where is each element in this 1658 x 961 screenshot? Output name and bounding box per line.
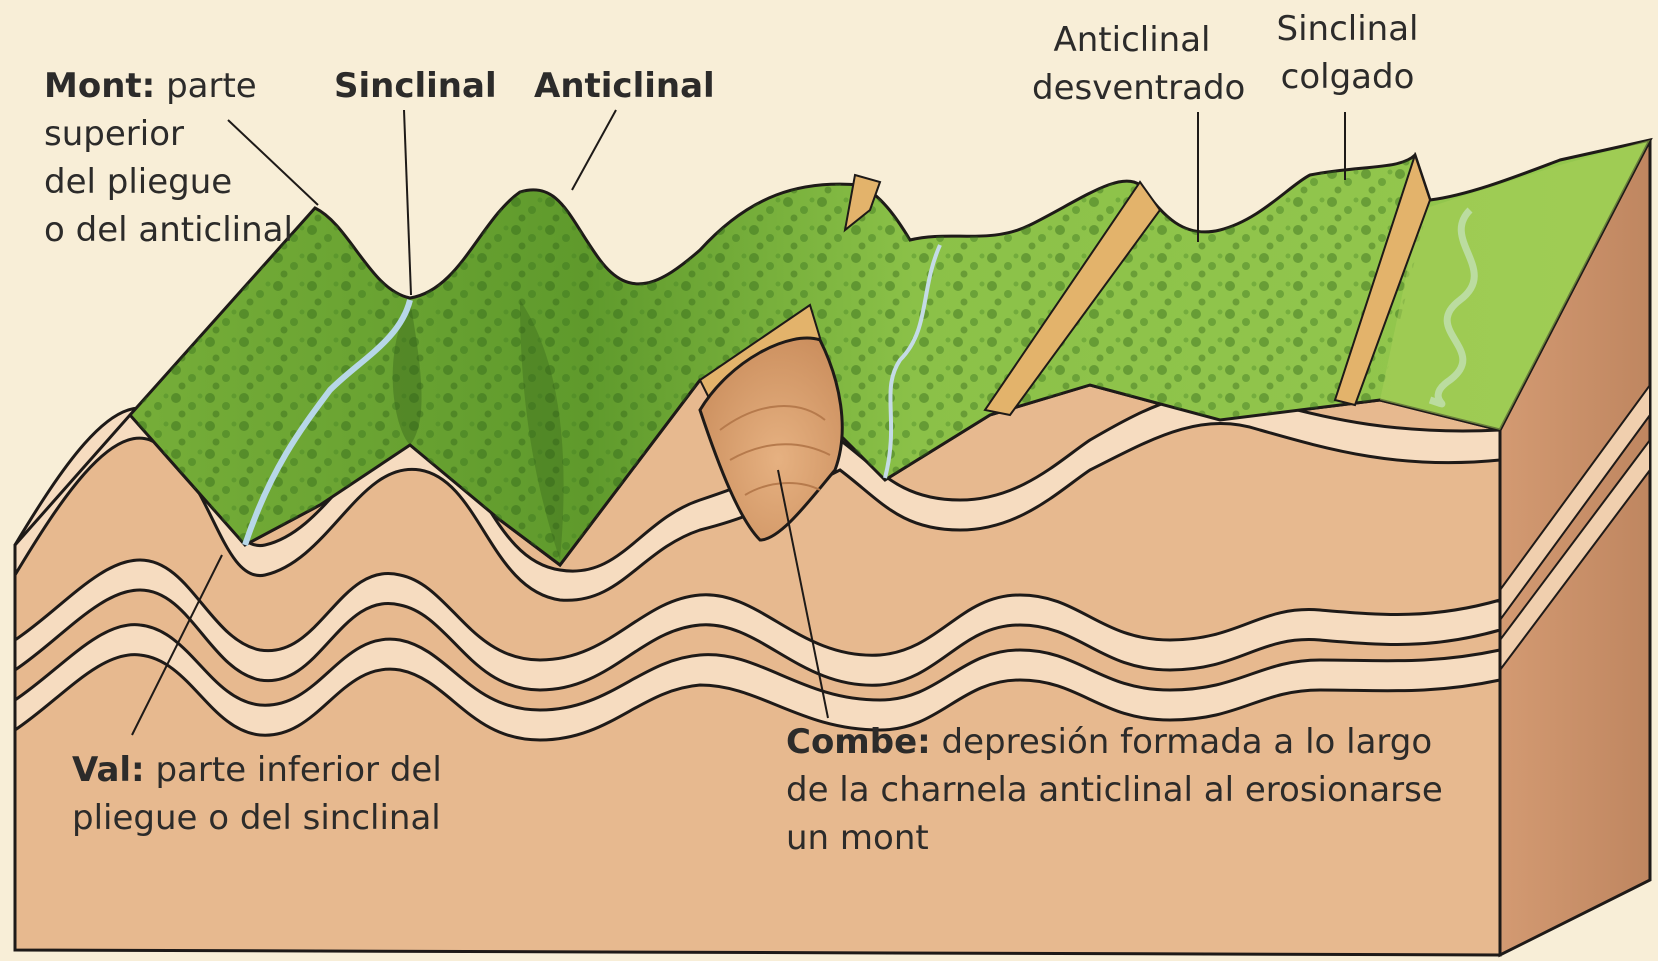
label-sinclinal-colgado-line2: colgado: [1280, 57, 1415, 97]
label-mont-term: Mont:: [44, 66, 156, 106]
fields-right: [1380, 140, 1650, 430]
valley-shadow-2: [520, 300, 564, 560]
label-anticlinal-text: Anticlinal: [534, 66, 715, 106]
label-combe-desc: depresión formada a lo largo: [941, 722, 1433, 762]
label-combe: Combe: depresión formada a lo largo de l…: [786, 718, 1443, 862]
label-mont-line4: o del anticlinal: [44, 210, 293, 250]
river-left: [242, 299, 413, 546]
label-mont-desc: parte: [166, 66, 257, 106]
label-sinclinal-colgado: Sinclinal colgado: [1270, 5, 1425, 101]
label-sinclinal: Sinclinal: [334, 62, 497, 110]
outcrop-band-2: [983, 180, 1162, 417]
label-anticlinal: Anticlinal: [534, 62, 715, 110]
valley-shadow-1: [392, 300, 422, 445]
label-combe-line2: de la charnela anticlinal al erosionarse: [786, 770, 1443, 810]
label-mont-line2: superior: [44, 114, 184, 154]
lower-light-layer: [13, 623, 1502, 742]
label-mont-line1: Mont: parte: [44, 62, 293, 110]
label-mont: Mont: parte superior del pliegue o del a…: [44, 62, 293, 254]
river-middle: [883, 244, 942, 479]
leader-mont: [227, 119, 319, 206]
combe-grain-3: [744, 482, 821, 496]
label-sinclinal-text: Sinclinal: [334, 66, 497, 106]
outcrop-band-1: [843, 173, 882, 233]
label-anticlinal-desventrado-line1: Anticlinal: [1053, 20, 1211, 60]
middle-light-layer: [13, 558, 1502, 692]
label-combe-line3: un mont: [786, 818, 929, 858]
leader-anticlinal: [571, 109, 617, 191]
label-val-line1: Val: parte inferior del: [72, 746, 442, 794]
label-anticlinal-desventrado-line2: desventrado: [1032, 68, 1246, 108]
combe-cross-section: [698, 336, 844, 542]
combe-grain-2: [729, 443, 831, 461]
leader-combe: [777, 469, 829, 719]
label-sinclinal-colgado-line1: Sinclinal: [1276, 9, 1419, 49]
label-val-term: Val:: [72, 750, 145, 790]
leader-sinclinal: [403, 109, 412, 296]
label-val-line2: pliegue o del sinclinal: [72, 798, 441, 838]
outcrop-band-3: [1333, 151, 1432, 407]
label-val: Val: parte inferior del pliegue o del si…: [72, 746, 442, 842]
label-mont-line3: del pliegue: [44, 162, 233, 202]
leader-val: [131, 554, 223, 736]
label-combe-term: Combe:: [786, 722, 931, 762]
label-anticlinal-desventrado: Anticlinal desventrado: [1032, 16, 1246, 112]
combe-grain-1: [719, 405, 826, 431]
label-val-desc: parte inferior del: [155, 750, 442, 790]
label-combe-line1: Combe: depresión formada a lo largo: [786, 718, 1443, 766]
